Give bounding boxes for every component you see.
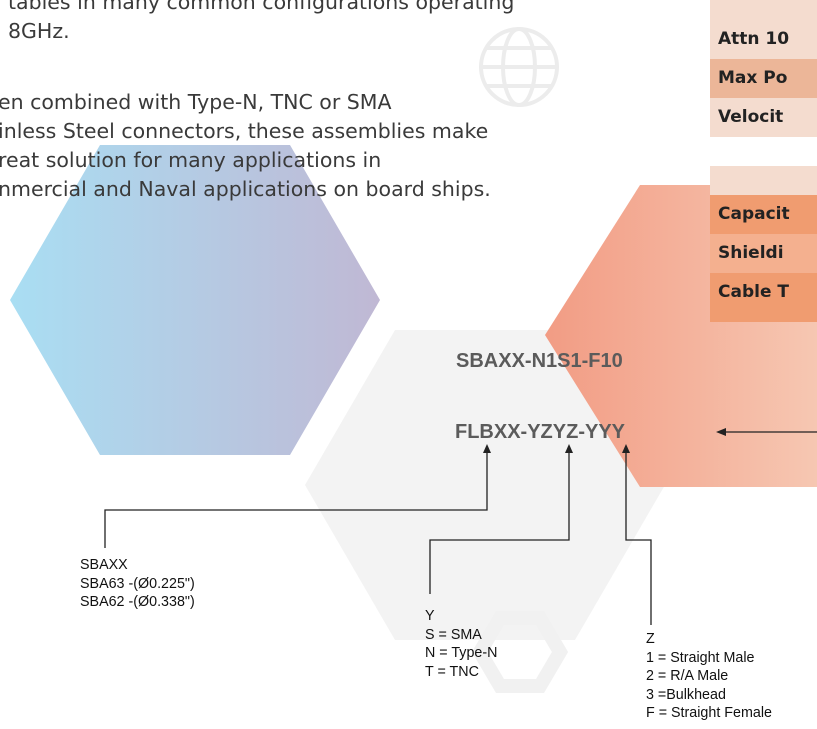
description-line: nmercial and Naval applications on board… xyxy=(0,177,491,201)
cable-legend: SBAXX SBA63 -(Ø0.225") SBA62 -(Ø0.338") xyxy=(80,556,195,612)
spec-table-header xyxy=(710,0,817,20)
legend-title: SBAXX xyxy=(80,557,128,573)
description-line: en combined with Type-N, TNC or SMA xyxy=(0,90,392,114)
blue-hexagon xyxy=(10,145,380,455)
description-line: tables in many common configurations ope… xyxy=(8,0,515,14)
gray-hexagon xyxy=(305,330,665,640)
description-line: inless Steel connectors, these assemblie… xyxy=(0,119,489,143)
spec-table: Attn 10 Max Po Velocit Capacit Shieldi C… xyxy=(710,0,817,322)
callout-lines xyxy=(104,431,817,625)
legend-item: SBA62 -(Ø0.338") xyxy=(80,594,195,610)
part-number-template: FLBXX-YZYZ-YYY xyxy=(455,421,626,443)
arrowheads xyxy=(483,428,726,453)
spec-row: Shieldi xyxy=(710,234,817,273)
legend-item: 2 = R/A Male xyxy=(646,668,729,684)
legend-item: SBA63 -(Ø0.225") xyxy=(80,575,195,592)
legend-title: Z xyxy=(646,631,655,647)
legend-item: N = Type-N xyxy=(425,645,498,661)
spec-row: Attn 10 xyxy=(710,20,817,59)
spec-row: Max Po xyxy=(710,59,817,98)
description-paragraph-1: tables in many common configurations ope… xyxy=(8,0,514,46)
style-legend: Z 1 = Straight Male 2 = R/A Male 3 =Bulk… xyxy=(646,630,772,723)
legend-item: 1 = Straight Male xyxy=(646,649,755,666)
description-line: 8GHz. xyxy=(8,19,70,43)
part-number-example: SBAXX-N1S1-F10 xyxy=(456,350,623,372)
legend-item: T = TNC xyxy=(425,663,479,680)
legend-item: F = Straight Female xyxy=(646,705,772,721)
connector-legend: Y S = SMA N = Type-N T = TNC xyxy=(425,607,497,681)
description-paragraph-2: en combined with Type-N, TNC or SMA inle… xyxy=(0,88,491,204)
description-line: reat solution for many applications in xyxy=(0,148,382,172)
legend-title: Y xyxy=(425,608,435,624)
legend-item: 3 =Bulkhead xyxy=(646,686,726,703)
spec-row: Cable T xyxy=(710,273,817,322)
legend-item: S = SMA xyxy=(425,626,482,643)
globe-icon xyxy=(479,27,559,107)
spec-row: Velocit xyxy=(710,98,817,137)
hexagon-outline-icon xyxy=(471,611,569,693)
spec-row: Capacit xyxy=(710,166,817,234)
